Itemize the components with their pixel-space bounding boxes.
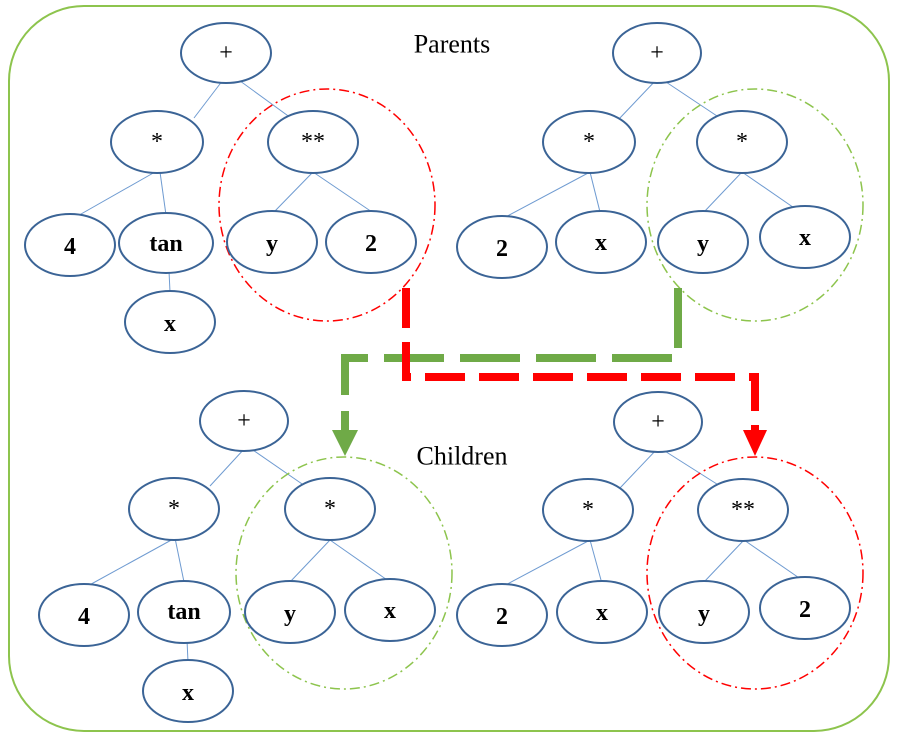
node-plus: +: [180, 22, 272, 84]
outer-frame: [8, 5, 890, 732]
node-y: y: [657, 210, 749, 274]
svg-text:2: 2: [496, 604, 508, 630]
svg-text:2: 2: [496, 236, 508, 262]
node-plus: +: [613, 391, 703, 453]
node-four: 4: [38, 583, 130, 647]
svg-text:*: *: [736, 129, 748, 155]
green-crossover-arrow: [332, 288, 682, 456]
svg-text:*: *: [582, 497, 594, 523]
node-four: 4: [24, 213, 116, 277]
node-x: x: [555, 210, 647, 274]
svg-text:y: y: [284, 601, 296, 627]
node-multiply-2: *: [284, 477, 376, 541]
child1-tree: + * * 4 tan x y x: [38, 390, 436, 723]
node-plus: +: [199, 390, 289, 452]
svg-text:2: 2: [365, 231, 377, 257]
svg-text:y: y: [698, 601, 710, 627]
node-multiply: *: [110, 110, 204, 174]
node-multiply: *: [542, 110, 636, 174]
svg-text:**: **: [301, 129, 325, 155]
svg-text:x: x: [384, 598, 396, 624]
svg-text:x: x: [596, 600, 608, 626]
svg-text:*: *: [168, 496, 180, 522]
node-multiply: *: [128, 477, 220, 541]
node-tan: tan: [118, 212, 214, 274]
node-y: y: [226, 210, 318, 274]
parent2-subtree-highlight: [646, 88, 864, 322]
node-plus: +: [612, 22, 702, 84]
red-crossover-arrow: [402, 288, 767, 456]
parents-heading: Parents: [414, 30, 491, 59]
svg-text:y: y: [266, 231, 278, 257]
node-multiply-2: *: [696, 110, 788, 174]
node-two: 2: [456, 215, 548, 279]
children-heading: Children: [417, 442, 508, 471]
parent1-tree: + * ** 4 tan x y 2: [24, 22, 417, 354]
node-y: y: [658, 580, 750, 644]
svg-text:*: *: [583, 129, 595, 155]
svg-text:+: +: [219, 40, 233, 66]
node-x-2: x: [759, 205, 851, 269]
svg-text:*: *: [151, 129, 163, 155]
svg-text:+: +: [237, 408, 251, 434]
svg-text:tan: tan: [167, 599, 200, 625]
node-x: x: [142, 659, 234, 723]
svg-text:x: x: [799, 225, 811, 251]
parent1-subtree-highlight: [218, 88, 436, 322]
node-multiply: *: [542, 478, 634, 542]
child1-subtree-highlight: [235, 456, 453, 690]
parent2-tree: + * * 2 x y x: [456, 22, 851, 279]
svg-text:+: +: [650, 40, 664, 66]
node-two: 2: [456, 583, 548, 647]
svg-text:4: 4: [64, 234, 76, 260]
svg-text:+: +: [651, 409, 665, 435]
node-y: y: [244, 580, 336, 644]
svg-text:tan: tan: [149, 231, 182, 257]
node-two: 2: [325, 210, 417, 274]
svg-text:*: *: [324, 496, 336, 522]
svg-text:x: x: [182, 680, 194, 706]
child2-subtree-highlight: [646, 456, 864, 690]
node-power: **: [697, 478, 789, 542]
node-two-2: 2: [759, 576, 851, 640]
node-x: x: [124, 290, 216, 354]
node-x: x: [556, 580, 648, 644]
svg-text:y: y: [697, 231, 709, 257]
svg-text:x: x: [164, 311, 176, 337]
node-tan: tan: [137, 580, 231, 644]
node-x-2: x: [344, 578, 436, 642]
child2-tree: + * ** 2 x y 2: [456, 391, 851, 647]
svg-text:2: 2: [799, 597, 811, 623]
node-power: **: [267, 110, 359, 174]
svg-text:4: 4: [78, 604, 90, 630]
svg-text:**: **: [731, 497, 755, 523]
svg-text:x: x: [595, 230, 607, 256]
edges: [73, 75, 806, 663]
